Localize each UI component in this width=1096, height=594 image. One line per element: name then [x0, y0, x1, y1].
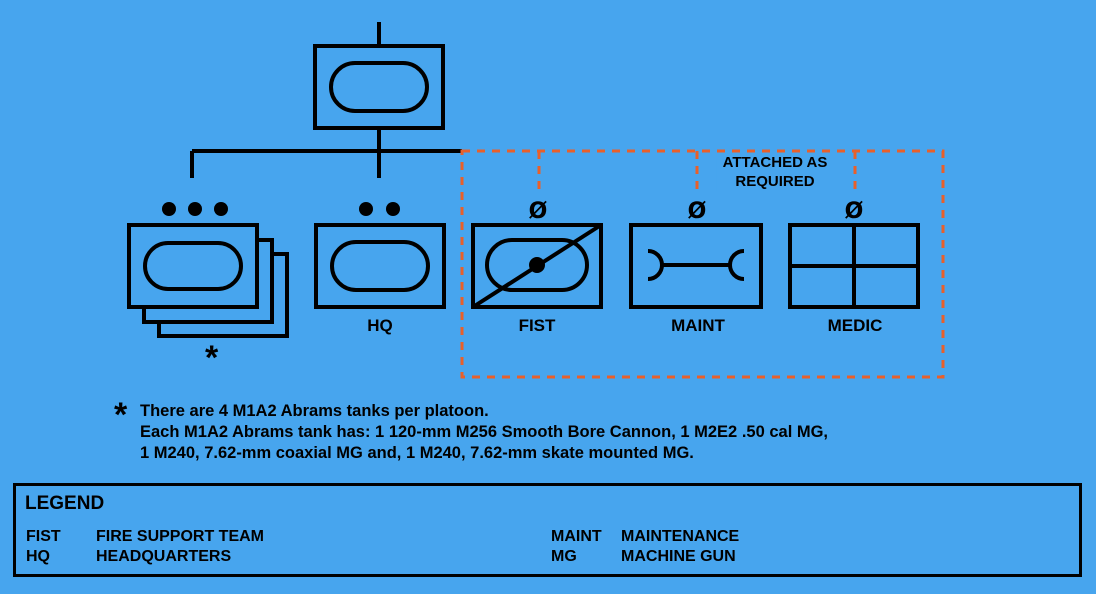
- legend-abbr: MG: [551, 548, 577, 565]
- footnote-text: There are 4 M1A2 Abrams tanks per platoo…: [140, 401, 828, 464]
- legend-entry-maint: MAINT MAINTENANCE: [551, 528, 739, 546]
- legend-entry-mg: MG MACHINE GUN: [551, 548, 736, 566]
- medic-attached-zero: Ø: [845, 199, 864, 224]
- attached-line-1: ATTACHED AS: [722, 154, 828, 171]
- footnote-line-1: There are 4 M1A2 Abrams tanks per platoo…: [140, 402, 489, 420]
- medic-label: MEDIC: [827, 316, 883, 335]
- armor-oval-icon: [329, 61, 429, 113]
- platoon-footnote-marker: *: [205, 339, 219, 377]
- footnote-line-2: Each M1A2 Abrams tank has: 1 120-mm M256…: [140, 423, 829, 441]
- wrench-right-jaw-icon: [728, 249, 745, 281]
- footnote-marker: *: [114, 396, 128, 434]
- legend-entry-fist: FIST FIRE SUPPORT TEAM: [26, 528, 264, 546]
- armor-oval-icon: [485, 238, 589, 292]
- attached-line-2: REQUIRED: [735, 173, 815, 190]
- legend-box: LEGEND FIST FIRE SUPPORT TEAM HQ HEADQUART…: [13, 483, 1082, 577]
- hq-label: HQ: [367, 316, 393, 335]
- armor-oval-icon: [330, 240, 430, 292]
- legend-abbr: FIST: [26, 528, 61, 545]
- legend-meaning: MAINTENANCE: [621, 528, 740, 545]
- hq-symbol: [314, 223, 446, 309]
- maint-symbol: [629, 223, 763, 309]
- medic-symbol: [788, 223, 920, 309]
- attached-dashed-group: [460, 149, 945, 379]
- wrench-left-jaw-icon: [647, 249, 664, 281]
- hq-echelon-dots: [359, 202, 400, 216]
- attached-as-required-label: ATTACHED AS REQUIRED: [716, 153, 834, 191]
- attached-dashed-box: [460, 149, 945, 379]
- fist-symbol: [471, 223, 603, 309]
- legend-entry-hq: HQ HEADQUARTERS: [26, 548, 231, 566]
- legend-meaning: FIRE SUPPORT TEAM: [96, 528, 265, 545]
- legend-abbr: HQ: [26, 548, 50, 565]
- maint-attached-zero: Ø: [688, 199, 707, 224]
- platoon-symbol: [127, 223, 289, 338]
- legend-meaning: HEADQUARTERS: [96, 548, 232, 565]
- fist-label: FIST: [518, 316, 556, 335]
- legend-abbr: MAINT: [551, 528, 602, 545]
- armor-oval-icon: [143, 241, 243, 291]
- legend-title: LEGEND: [25, 493, 105, 514]
- maint-label: MAINT: [671, 316, 725, 335]
- platoon-echelon-dots: [162, 202, 228, 216]
- footnote-line-3: 1 M240, 7.62-mm coaxial MG and, 1 M240, …: [140, 444, 694, 462]
- legend-meaning: MACHINE GUN: [621, 548, 736, 565]
- hierarchy-connectors: [190, 22, 462, 178]
- fist-attached-zero: Ø: [529, 199, 548, 224]
- company-symbol: [313, 44, 445, 130]
- center-dot-icon: [529, 257, 545, 273]
